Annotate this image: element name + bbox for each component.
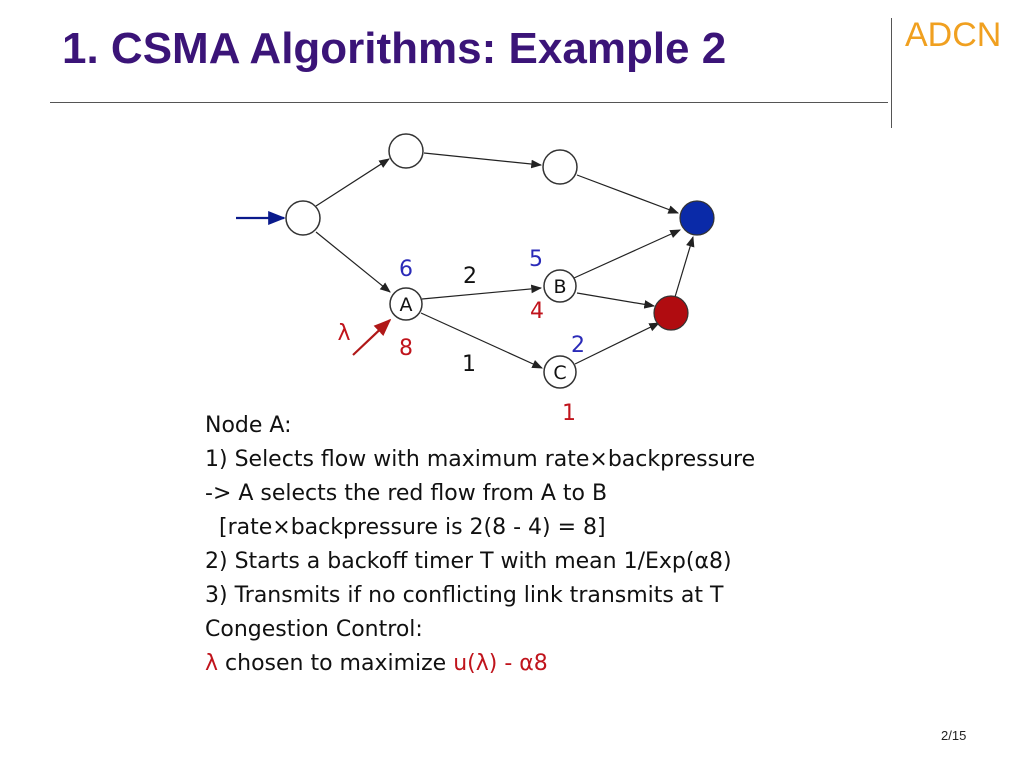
edge-top-top2 [423,152,543,169]
text-line-8-mid: chosen to maximize [218,651,454,676]
text-line-8-end: - α8 [497,651,548,676]
node-b [543,269,577,303]
explanation-text: Node A: 1) Selects flow with maximum rat… [205,409,755,681]
arrival-lambda-label: λ [337,321,350,346]
edge-rate-ab: 2 [463,264,477,289]
edge-b-red [576,292,656,309]
red-backlog-b: 4 [530,299,544,324]
node-c [543,355,577,389]
slide-title: 1. CSMA Algorithms: Example 2 [62,24,727,73]
node-top-1 [388,133,424,169]
text-line-2: 1) Selects flow with maximum rate×backpr… [205,447,756,472]
edge-top2-blue [576,174,680,214]
red-backlog-a: 8 [399,336,413,361]
edge-a-c [420,312,543,369]
edge-red-blue [674,235,695,298]
edge-a-b [421,284,543,300]
node-source [285,200,321,236]
edge-c-red [574,322,660,365]
red-sink-node [653,295,689,331]
node-a [389,287,423,321]
node-a-label: A [400,294,413,316]
text-line-4: [rate×backpressure is 2(8 - 4) = 8] [205,515,606,540]
title-divider [50,102,888,103]
edge-b-blue [573,229,681,279]
brand-logo: ADCN [905,16,1002,54]
text-line-6: 3) Transmits if no conflicting link tran… [205,583,724,608]
node-b-label: B [553,276,566,298]
blue-backlog-c: 2 [571,333,585,358]
brand-divider [891,18,892,128]
node-top-2 [542,149,578,185]
text-line-3: -> A selects the red flow from A to B [205,481,608,506]
edge-s-top [315,158,390,207]
red-flow-arrow [352,318,392,356]
text-line-5: 2) Starts a backoff timer T with mean 1/… [205,549,732,574]
text-line-8: λ chosen to maximize u(λ) - α8 [205,647,755,681]
blue-backlog-a: 6 [399,257,413,282]
lambda-symbol: λ [205,651,219,676]
text-line-7: Congestion Control: [205,617,423,642]
edge-s-a [315,231,391,293]
edge-rate-ac: 1 [462,352,476,377]
blue-sink-node [679,200,715,236]
page-number: 2/15 [941,728,967,743]
blue-backlog-b: 5 [529,247,543,272]
text-line-1: Node A: [205,413,292,438]
utility-function: u(λ) [453,651,498,676]
red-backlog-c: 1 [562,401,576,426]
node-c-label: C [553,362,566,384]
